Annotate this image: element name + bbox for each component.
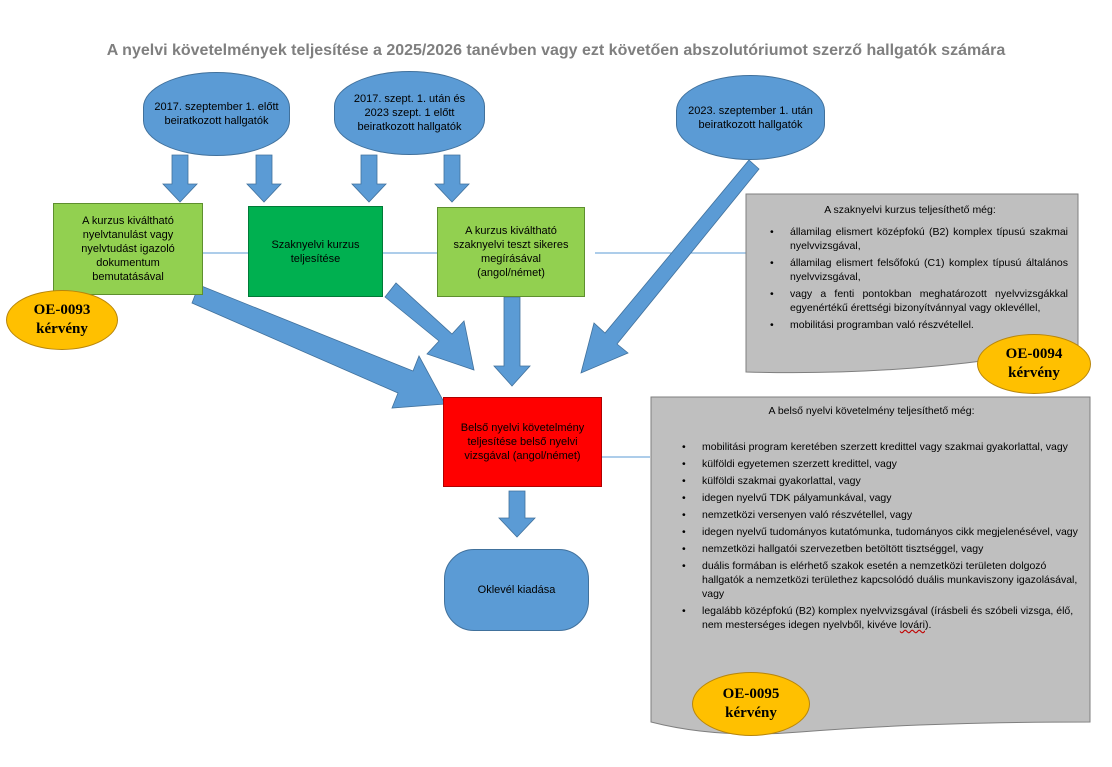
internal-note-item-last-suffix: ). (924, 619, 932, 631)
node-internal-requirement: Belső nyelvi követelmény teljesítése bel… (443, 397, 602, 487)
internal-note-item: idegen nyelvű tudományos kutatómunka, tu… (664, 525, 1079, 539)
node-diploma-text: Oklevél kiadása (477, 584, 556, 596)
node-course-replace-doc: A kurzus kiváltható nyelvtanulást vagy n… (53, 203, 203, 295)
special-course-note: A szaknyelvi kurzus teljesíthető még: ál… (752, 203, 1068, 335)
internal-note-item: duális formában is elérhető szakok eseté… (664, 559, 1079, 601)
badge-oe-0094-label: kérvény (1008, 365, 1060, 381)
arrow-down (246, 154, 282, 203)
node-special-course: Szaknyelvi kurzus teljesítése (248, 206, 383, 297)
arrow-to-diploma (498, 490, 536, 538)
badge-oe-0094-code: OE-0094 (1005, 346, 1063, 362)
node-course-replace-test-text: A kurzus kiváltható szaknyelvi teszt sik… (453, 225, 569, 279)
node-after-2023-text: 2023. szeptember 1. után beiratkozott ha… (688, 104, 813, 131)
internal-note-item-last-prefix: legalább középfokú (B2) komplex nyelvviz… (702, 605, 1074, 631)
badge-oe-0094: OE-0094 kérvény (977, 334, 1091, 394)
internal-note-item: nemzetközi versenyen való részvétellel, … (664, 508, 1079, 522)
node-internal-requirement-text: Belső nyelvi követelmény teljesítése bel… (460, 422, 585, 462)
badge-oe-0093-label: kérvény (36, 321, 88, 337)
arrow-to-internal (493, 296, 531, 387)
badge-oe-0095-label: kérvény (725, 705, 777, 721)
node-after-2023: 2023. szeptember 1. után beiratkozott ha… (676, 75, 825, 160)
node-course-replace-doc-text: A kurzus kiváltható nyelvtanulást vagy n… (81, 215, 175, 283)
diagram-title: A nyelvi követelmények teljesítése a 202… (106, 42, 1006, 59)
internal-note-item: idegen nyelvű TDK pályamunkával, vagy (664, 491, 1079, 505)
special-course-note-list: államilag elismert középfokú (B2) komple… (752, 225, 1068, 332)
internal-note-heading: A belső nyelvi követelmény teljesíthető … (768, 405, 975, 417)
arrow-down (351, 154, 387, 203)
arrow-down (434, 154, 470, 203)
node-between-2017-2023-text: 2017. szept. 1. után és 2023 szept. 1 el… (353, 93, 466, 133)
node-special-course-text: Szaknyelvi kurzus teljesítése (271, 238, 360, 265)
internal-note-item: mobilitási program keretében szerzett kr… (664, 440, 1079, 454)
node-before-2017-text: 2017. szeptember 1. előtt beiratkozott h… (154, 101, 279, 127)
internal-note: A belső nyelvi követelmény teljesíthető … (664, 404, 1079, 635)
arrow-down (162, 154, 198, 203)
node-course-replace-test: A kurzus kiváltható szaknyelvi teszt sik… (437, 207, 585, 297)
internal-note-item: nemzetközi hallgatói szervezetben betölt… (664, 542, 1079, 556)
node-diploma: Oklevél kiadása (444, 549, 589, 631)
internal-note-item-last: legalább középfokú (B2) komplex nyelvviz… (664, 604, 1079, 632)
node-before-2017: 2017. szeptember 1. előtt beiratkozott h… (143, 72, 290, 156)
arrow-to-internal (191, 284, 446, 409)
arrow-to-internal (580, 159, 760, 374)
badge-oe-0095: OE-0095 kérvény (692, 672, 810, 736)
badge-oe-0095-code: OE-0095 (722, 686, 780, 702)
badge-oe-0093: OE-0093 kérvény (6, 290, 118, 350)
internal-note-list: mobilitási program keretében szerzett kr… (664, 440, 1079, 632)
special-course-note-item: vagy a fenti pontokban meghatározott nye… (752, 287, 1068, 315)
special-course-note-item: államilag elismert középfokú (B2) komple… (752, 225, 1068, 253)
special-course-note-item: államilag elismert felsőfokú (C1) komple… (752, 256, 1068, 284)
arrow-to-internal (384, 282, 475, 371)
internal-note-item-last-word: lovári (899, 619, 925, 631)
special-course-note-item: mobilitási programban való részvétellel. (752, 318, 1068, 332)
internal-note-item: külföldi egyetemen szerzett kredittel, v… (664, 457, 1079, 471)
node-between-2017-2023: 2017. szept. 1. után és 2023 szept. 1 el… (334, 71, 485, 155)
internal-note-item: külföldi szakmai gyakorlattal, vagy (664, 474, 1079, 488)
badge-oe-0093-code: OE-0093 (33, 302, 91, 318)
special-course-note-heading: A szaknyelvi kurzus teljesíthető még: (824, 204, 996, 216)
